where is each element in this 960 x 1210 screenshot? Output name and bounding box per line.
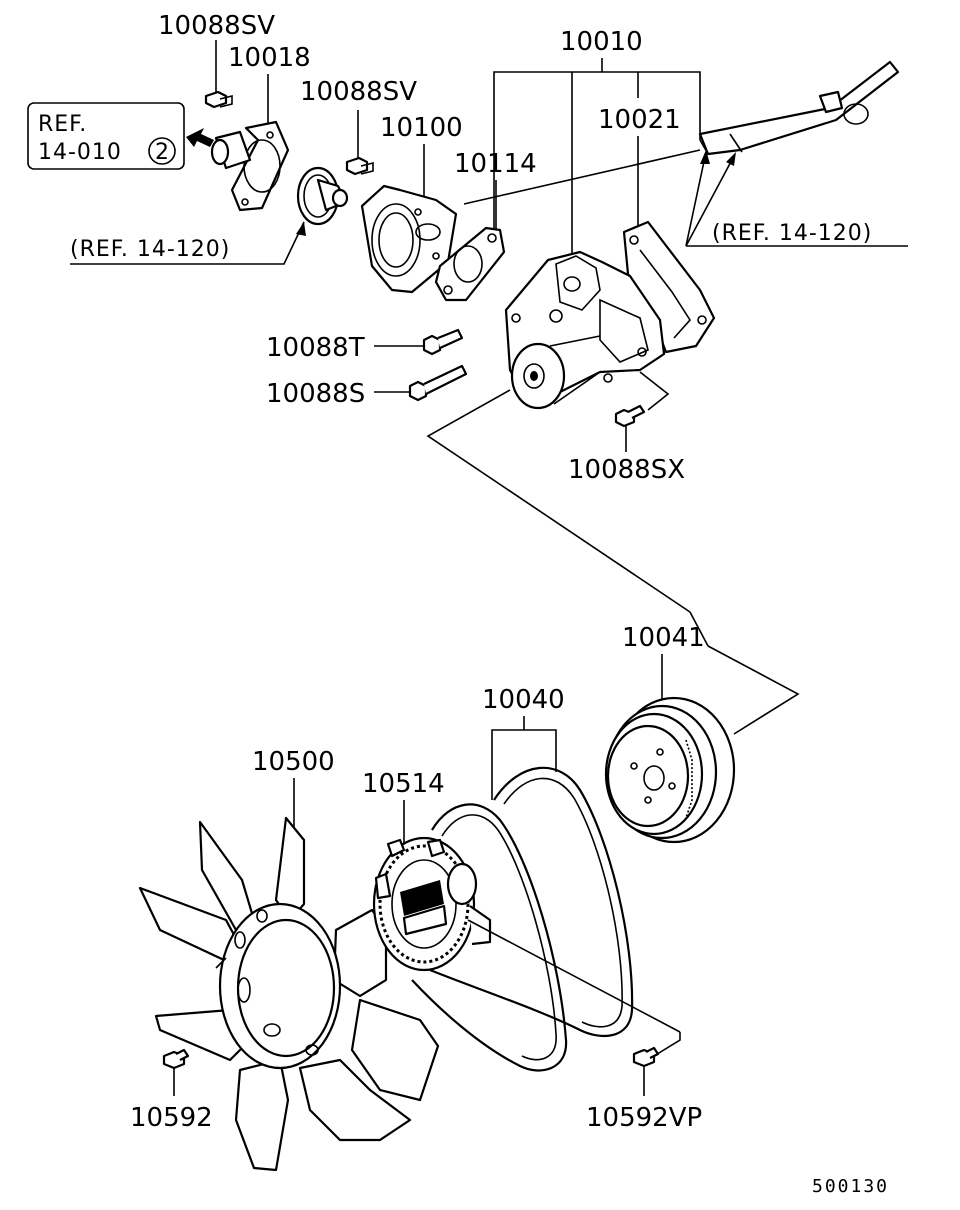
label-10500[interactable]: 10500 xyxy=(252,747,335,777)
ref-right-14-120[interactable]: (REF. 14-120) xyxy=(712,221,872,246)
thermostat-case-part[interactable] xyxy=(210,120,290,212)
label-10088SX[interactable]: 10088SX xyxy=(568,455,685,485)
label-10592VP[interactable]: 10592VP xyxy=(586,1103,702,1133)
ref-box-line1: REF. xyxy=(38,112,87,137)
label-10040[interactable]: 10040 xyxy=(482,685,565,715)
fan-clutch-part[interactable] xyxy=(372,836,492,972)
label-10088SV-top[interactable]: 10088SV xyxy=(158,11,275,41)
water-pump-part[interactable] xyxy=(504,250,666,410)
thermostat-part[interactable] xyxy=(296,166,349,226)
ref-left-14-120[interactable]: (REF. 14-120) xyxy=(70,237,230,262)
bolt-icon xyxy=(162,1048,190,1070)
v-belt-part[interactable] xyxy=(411,766,634,1072)
ref-box-14-010[interactable]: REF. 14-010 2 xyxy=(27,102,185,170)
bolt-icon xyxy=(614,404,646,428)
water-pump-pulley-part[interactable] xyxy=(604,696,736,844)
label-10088T[interactable]: 10088T xyxy=(266,333,365,363)
bolt-icon xyxy=(422,328,464,356)
water-inlet-fitting-part[interactable] xyxy=(360,184,458,294)
bolt-icon xyxy=(345,156,374,176)
label-10514[interactable]: 10514 xyxy=(362,769,445,799)
gasket-part[interactable] xyxy=(434,226,506,302)
label-10592[interactable]: 10592 xyxy=(130,1103,213,1133)
ref-box-line2: 14-010 xyxy=(38,140,122,165)
ref-box-circle-number: 2 xyxy=(155,140,170,165)
label-10010[interactable]: 10010 xyxy=(560,27,643,57)
arrow-left-icon xyxy=(186,128,214,147)
label-10114[interactable]: 10114 xyxy=(454,149,537,179)
diagram-code: 500130 xyxy=(812,1176,889,1197)
cooling-fan-part[interactable] xyxy=(138,816,440,1172)
label-10021[interactable]: 10021 xyxy=(598,105,681,135)
label-10018[interactable]: 10018 xyxy=(228,43,311,73)
bolt-icon xyxy=(204,90,233,109)
water-pipe-part[interactable] xyxy=(698,60,900,156)
bolt-icon xyxy=(632,1046,660,1068)
label-10100[interactable]: 10100 xyxy=(380,113,463,143)
label-10088SV-mid[interactable]: 10088SV xyxy=(300,77,417,107)
label-10041[interactable]: 10041 xyxy=(622,623,705,653)
bolt-icon xyxy=(408,364,468,402)
label-10088S[interactable]: 10088S xyxy=(266,379,365,409)
